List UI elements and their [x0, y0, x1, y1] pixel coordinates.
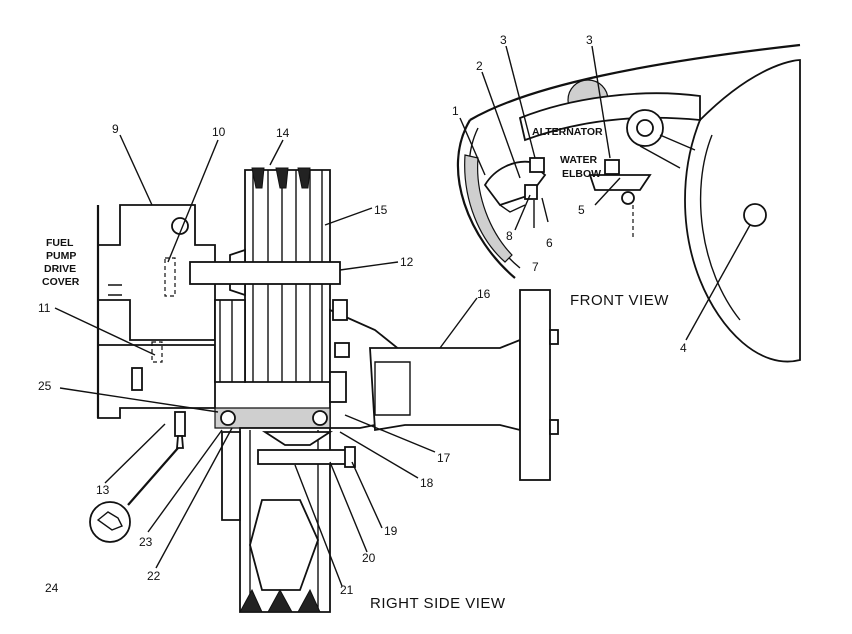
callout-18: 18: [420, 476, 434, 490]
fuel-pump-label: FUEL PUMP DRIVE COVER: [42, 237, 80, 288]
callout-7: 7: [532, 260, 539, 274]
callout-10: 10: [212, 125, 226, 139]
callouts-front: 1 2 3 3 4 5 6 7 8: [452, 33, 687, 355]
callout-21: 21: [340, 583, 354, 597]
callout-14: 14: [276, 126, 290, 140]
callout-3a: 3: [500, 33, 507, 47]
fuel-pump-drive-cover: [96, 204, 216, 419]
callout-9: 9: [112, 122, 119, 136]
svg-text:FUEL: FUEL: [46, 237, 74, 249]
callout-6: 6: [546, 236, 553, 250]
alternator-label: ALTERNATOR: [532, 126, 603, 138]
right-side-view-title: RIGHT SIDE VIEW: [370, 595, 506, 612]
callout-25: 25: [38, 379, 52, 393]
svg-text:COVER: COVER: [42, 276, 80, 288]
callouts-side: 9 10 14 15 12 11 25 13 23 22 24 16 17 18…: [38, 122, 491, 597]
leader-lines-side: [54, 134, 478, 587]
callout-15: 15: [374, 203, 388, 217]
water-elbow-label-1: WATER: [560, 154, 598, 166]
flywheel: [684, 59, 801, 363]
svg-text:DRIVE: DRIVE: [44, 263, 76, 275]
right-side-view: 9 10 14 15 12 11 25 13 23 22 24 16 17 18…: [38, 122, 559, 613]
leader-lines-front: [459, 45, 751, 341]
front-view-title: FRONT VIEW: [570, 292, 669, 309]
callout-17: 17: [437, 451, 451, 465]
svg-text:PUMP: PUMP: [46, 250, 76, 262]
drive-shaft: [189, 261, 341, 285]
callout-2: 2: [476, 59, 483, 73]
water-elbow-label-2: ELBOW: [562, 168, 601, 180]
callout-16: 16: [477, 287, 491, 301]
callout-11: 11: [38, 301, 51, 315]
callout-5: 5: [578, 203, 585, 217]
callout-22: 22: [147, 569, 161, 583]
callout-20: 20: [362, 551, 376, 565]
callout-19: 19: [384, 524, 398, 538]
detail-circle-24: [89, 447, 179, 543]
lower-pulley: [221, 427, 356, 613]
callout-24: 24: [45, 581, 59, 595]
callout-23: 23: [139, 535, 153, 549]
mounting-brackets: [483, 157, 652, 240]
callout-3b: 3: [586, 33, 593, 47]
callout-4: 4: [680, 341, 687, 355]
callout-8: 8: [506, 229, 513, 243]
callout-12: 12: [400, 255, 414, 269]
callout-1: 1: [452, 104, 459, 118]
support-arm: [369, 289, 559, 481]
alternator: [518, 79, 701, 169]
front-view: 1 2 3 3 4 5 6 7 8 ALTERNATOR WATER ELBOW…: [452, 33, 801, 363]
callout-13: 13: [96, 483, 110, 497]
